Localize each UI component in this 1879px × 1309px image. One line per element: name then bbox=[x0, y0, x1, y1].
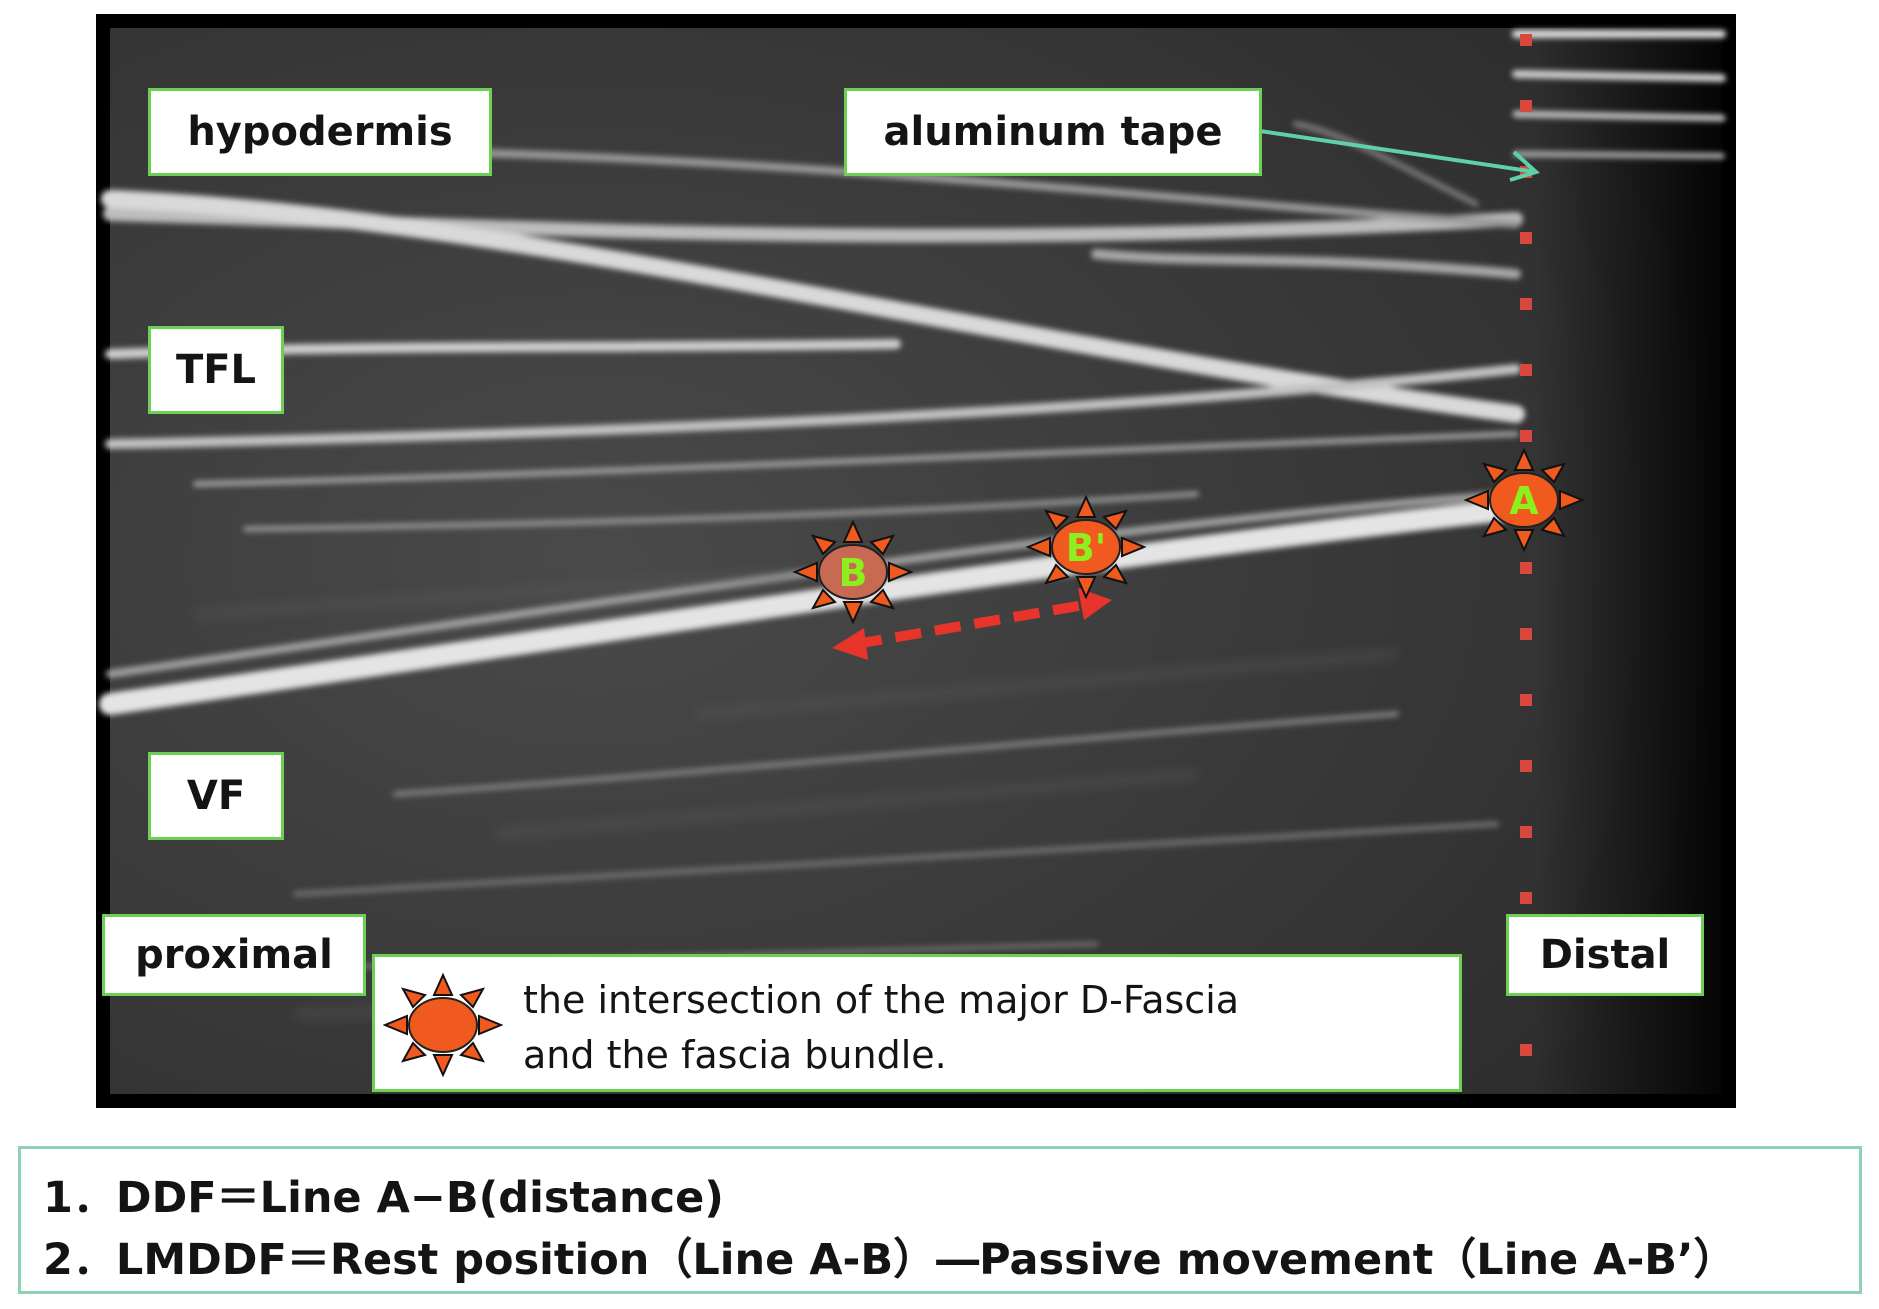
ultrasound-image: B B' bbox=[96, 14, 1736, 1108]
label-vf: VF bbox=[148, 752, 284, 840]
aluminum-tape-arrow bbox=[1259, 129, 1540, 182]
ultrasound-scan: B B' bbox=[99, 28, 1726, 1094]
marker-a-label: A bbox=[1509, 479, 1539, 523]
marker-b-label: B bbox=[839, 551, 868, 595]
marker-b-prime-star: B' bbox=[1025, 494, 1147, 600]
legend-line-1: the intersection of the major D-Fascia bbox=[523, 978, 1240, 1022]
label-distal: Distal bbox=[1506, 914, 1704, 996]
formula-line-1: 1．DDF＝Line A−B(distance) bbox=[43, 1173, 724, 1223]
marker-b-prime-label: B' bbox=[1066, 526, 1107, 570]
legend-line-2: and the fascia bundle. bbox=[523, 1033, 947, 1077]
formula-line-2: 2．LMDDF＝Rest position（Line A-B）―Passive … bbox=[43, 1235, 1737, 1285]
label-tfl: TFL bbox=[148, 326, 284, 414]
legend-text: the intersection of the major D-Fascia a… bbox=[523, 973, 1239, 1083]
label-aluminum-tape: aluminum tape bbox=[844, 88, 1262, 176]
formula-box: 1．DDF＝Line A−B(distance) 2．LMDDF＝Rest po… bbox=[18, 1146, 1862, 1294]
label-hypodermis: hypodermis bbox=[148, 88, 492, 176]
legend-box: the intersection of the major D-Fascia a… bbox=[372, 954, 1462, 1092]
label-proximal: proximal bbox=[102, 914, 366, 996]
dotted-reference-line bbox=[1520, 34, 1532, 1056]
marker-a-star: A bbox=[1463, 447, 1585, 553]
legend-star-icon bbox=[383, 972, 503, 1078]
marker-b-star: B bbox=[792, 519, 914, 625]
